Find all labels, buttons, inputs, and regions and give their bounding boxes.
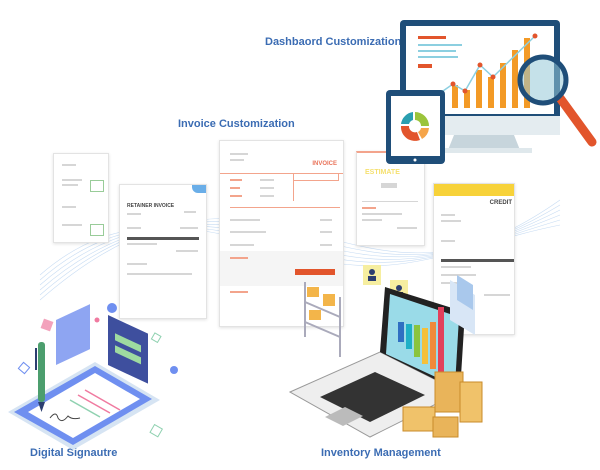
monitor-stand	[440, 135, 532, 153]
estimate-document: ESTIMATE	[356, 151, 425, 246]
digital-signature-illustration	[8, 303, 178, 450]
inventory-illustration	[288, 265, 483, 438]
sticky-note-user-1	[363, 265, 381, 285]
dashboard-customization-label: Dashbaord Customization	[265, 36, 402, 48]
invoice-document: INVOICE	[219, 140, 344, 327]
laptop-bar-chart	[398, 307, 444, 372]
credit-title: CREDIT	[489, 200, 512, 206]
shelf	[304, 282, 341, 357]
retainer-invoice-document: RETAINER INVOICE	[119, 184, 207, 319]
floating-document-icon	[450, 275, 475, 335]
estimate-title: ESTIMATE	[365, 169, 400, 176]
dashboard-monitor-illustration	[386, 20, 597, 164]
fingerprint-panel	[56, 304, 90, 365]
password-panel	[108, 315, 148, 384]
cardboard-boxes	[402, 371, 483, 438]
digital-signature-label: Digital Signautre	[30, 447, 118, 459]
decorative-shapes	[17, 303, 178, 438]
invoice-customization-label: Invoice Customization	[178, 118, 295, 130]
tablet	[386, 90, 445, 164]
tablet-document	[8, 362, 160, 450]
pen-icon	[35, 342, 45, 412]
trend-line	[429, 35, 536, 101]
pie-chart-icon	[400, 112, 429, 141]
retainer-invoice-title: RETAINER INVOICE	[127, 203, 175, 209]
laptop	[288, 287, 465, 438]
magnifier-icon	[517, 54, 597, 147]
inventory-management-label: Inventory Management	[321, 447, 441, 459]
invoice-title: INVOICE	[312, 161, 337, 167]
document-template-1	[53, 153, 109, 243]
